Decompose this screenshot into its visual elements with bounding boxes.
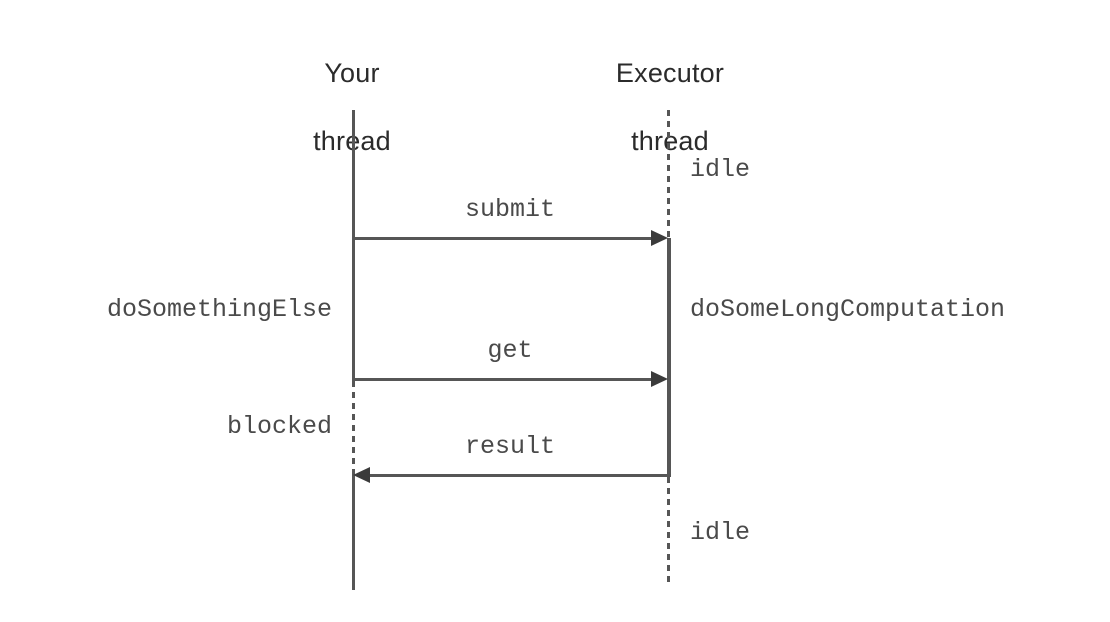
message-label-submit: submit bbox=[464, 195, 555, 224]
message-arrow-head-submit bbox=[651, 230, 668, 246]
lifeline-executor-thread-idle-bottom bbox=[667, 477, 670, 585]
participant-header-your-thread-line2: thread bbox=[252, 124, 452, 158]
message-arrow-line-get bbox=[352, 378, 652, 381]
state-label-idle-top: idle bbox=[690, 155, 751, 184]
state-label-blocked: blocked bbox=[226, 412, 332, 441]
message-arrow-line-submit bbox=[352, 237, 652, 240]
message-arrow-head-get bbox=[651, 371, 668, 387]
participant-header-executor-thread-line2: thread bbox=[570, 124, 770, 158]
lifeline-your-thread-active-bottom bbox=[352, 474, 355, 590]
message-arrow-line-result bbox=[369, 474, 669, 477]
participant-header-your-thread: Your thread bbox=[252, 22, 452, 192]
message-arrow-head-result bbox=[353, 467, 370, 483]
state-label-do-some-long-computation: doSomeLongComputation bbox=[690, 295, 1006, 324]
activation-bar-executor-thread bbox=[667, 238, 671, 477]
lifeline-executor-thread-idle-top bbox=[667, 110, 670, 238]
state-label-idle-bottom: idle bbox=[690, 518, 751, 547]
participant-header-your-thread-line1: Your bbox=[324, 58, 380, 88]
message-label-result: result bbox=[464, 432, 555, 461]
message-label-get: get bbox=[487, 336, 533, 365]
state-label-do-something-else: doSomethingElse bbox=[106, 295, 332, 324]
participant-header-executor-thread-line1: Executor bbox=[615, 58, 725, 88]
lifeline-your-thread-blocked bbox=[352, 381, 355, 474]
lifeline-your-thread-active-top bbox=[352, 110, 355, 381]
